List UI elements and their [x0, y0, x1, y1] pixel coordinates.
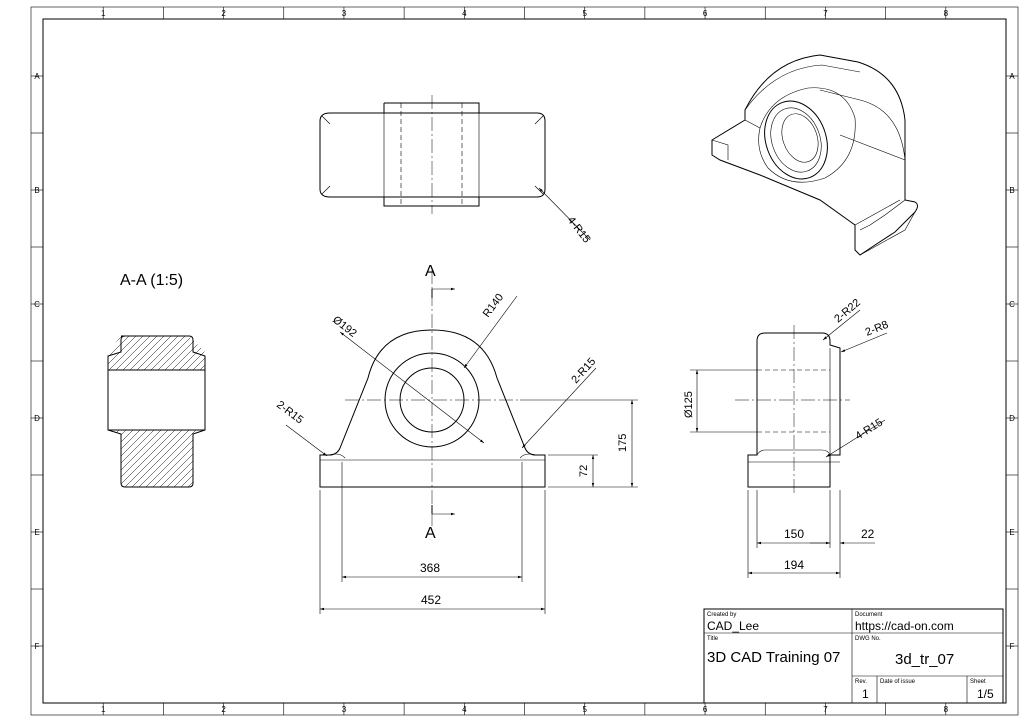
border-col-label: 6	[703, 9, 708, 18]
dim-side-dia: Ø125	[683, 391, 695, 418]
section-view: A-A (1:5)	[107, 272, 206, 488]
front-view: A A Ø192 R140 2-R15 2-R15 72 175 368 452	[274, 263, 638, 614]
dim-side-width-body: 150	[784, 527, 804, 541]
cut-label-top: A	[425, 263, 436, 280]
border-row-label: D	[1009, 414, 1015, 423]
border-row-label: F	[35, 642, 40, 651]
section-title: A-A (1:5)	[120, 272, 183, 289]
border-col-label: 1	[101, 705, 106, 714]
document-label: Document	[855, 612, 883, 618]
sheet-label: Sheet	[970, 679, 986, 685]
dim-front-hole-spacing: 368	[420, 561, 440, 575]
dwg-label: DWG No.	[855, 636, 881, 642]
border-col-label: 4	[462, 9, 467, 18]
border-row-label: F	[1010, 642, 1015, 651]
dim-side-small-radius: 2-R8	[864, 319, 891, 339]
dim-top-corner-radius: 4-R15	[565, 214, 593, 245]
border-row-label: A	[1009, 72, 1015, 81]
border-col-label: 7	[823, 705, 828, 714]
top-view: 4-R15	[319, 95, 593, 245]
dim-front-overall-width: 452	[421, 593, 441, 607]
title-value: 3D CAD Training 07	[707, 649, 840, 666]
title-label: Title	[707, 636, 719, 642]
border-row-label: C	[1009, 300, 1015, 309]
border-col-label: 5	[582, 705, 587, 714]
created-by-value: CAD_Lee	[707, 619, 759, 633]
date-label: Date of issue	[880, 679, 916, 685]
dim-front-fillet-left: 2-R15	[274, 399, 305, 427]
dim-side-width-base: 194	[784, 558, 804, 572]
isometric-view	[711, 54, 918, 256]
border-row-label: A	[34, 72, 40, 81]
dim-side-offset: 22	[861, 527, 875, 541]
border-col-label: 8	[944, 9, 949, 18]
border-row-label: C	[34, 300, 40, 309]
border-col-label: 8	[944, 705, 949, 714]
border-col-label: 6	[703, 705, 708, 714]
cut-label-bottom: A	[425, 525, 436, 542]
border-row-label: E	[34, 528, 39, 537]
dim-front-height-base: 72	[578, 465, 590, 477]
border-col-label: 2	[221, 9, 226, 18]
dim-front-dia: Ø192	[330, 314, 359, 340]
border-col-label: 3	[342, 705, 347, 714]
rev-value: 1	[862, 687, 869, 701]
border-col-label: 5	[582, 9, 587, 18]
border-row-label: D	[34, 414, 40, 423]
dwg-value: 3d_tr_07	[895, 651, 954, 668]
dim-front-height-center: 175	[617, 434, 629, 452]
border-row-label: E	[1009, 528, 1014, 537]
border-col-label: 4	[462, 705, 467, 714]
title-block: Created by CAD_Lee Document https://cad-…	[703, 608, 1004, 704]
border-col-label: 2	[221, 705, 226, 714]
border-row-label: B	[34, 186, 39, 195]
dim-side-bottom-radius: 4-R15	[853, 416, 885, 442]
rev-label: Rev.	[855, 679, 867, 685]
border-row-label: B	[1009, 186, 1014, 195]
border-col-label: 3	[342, 9, 347, 18]
document-value: https://cad-on.com	[855, 619, 954, 633]
created-by-label: Created by	[707, 612, 736, 618]
section-hatch-bottom	[108, 430, 205, 487]
sheet-value: 1/5	[977, 687, 994, 701]
border-col-label: 1	[101, 9, 106, 18]
side-view: 2-R22 2-R8 4-R15 Ø125 150 22 194	[683, 297, 890, 578]
border-col-label: 7	[823, 9, 828, 18]
border-zone-ticks	[31, 7, 1018, 715]
